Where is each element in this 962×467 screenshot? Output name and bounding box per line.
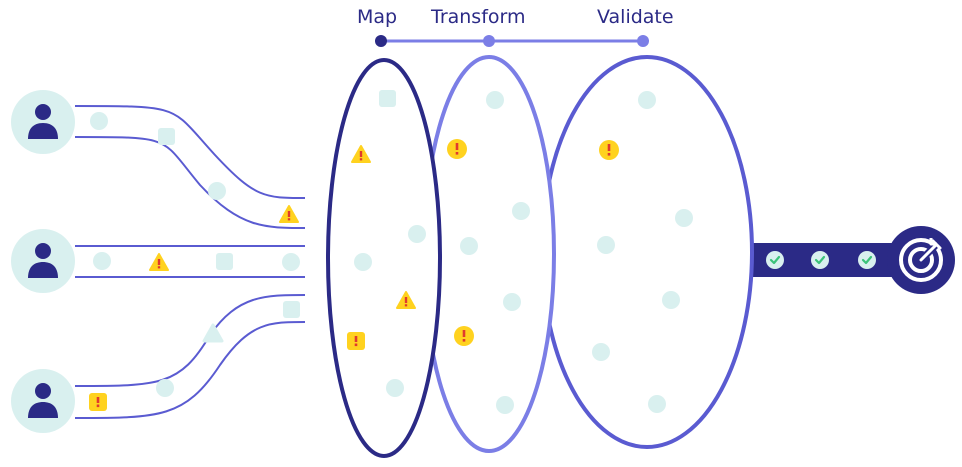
error-square-icon bbox=[89, 393, 107, 411]
source-avatar-3 bbox=[11, 369, 75, 433]
data-item-square bbox=[283, 301, 300, 318]
pipe-top-lower bbox=[74, 136, 306, 229]
data-item-circle bbox=[496, 396, 514, 414]
data-item-square bbox=[158, 128, 175, 145]
data-item-square bbox=[379, 90, 396, 107]
check-circle-icon bbox=[766, 251, 784, 269]
data-item-circle bbox=[662, 291, 680, 309]
check-circle-icon bbox=[858, 251, 876, 269]
warning-triangle-icon bbox=[396, 291, 416, 309]
warning-triangle-icon bbox=[279, 205, 299, 223]
stage-map bbox=[326, 58, 442, 458]
warning-triangle-icon bbox=[351, 145, 371, 163]
error-square-icon bbox=[347, 332, 365, 350]
target-icon bbox=[887, 226, 955, 294]
output-bar bbox=[740, 243, 910, 277]
user-icon bbox=[28, 383, 58, 418]
pipe-bottom-lower bbox=[74, 321, 306, 419]
pipe-top-upper bbox=[74, 105, 306, 199]
data-item-triangle bbox=[202, 323, 224, 343]
data-item-circle bbox=[408, 225, 426, 243]
stage-transform bbox=[422, 55, 556, 453]
data-item-circle bbox=[386, 379, 404, 397]
data-item-circle bbox=[512, 202, 530, 220]
step-dot-transform bbox=[483, 35, 495, 47]
data-item-circle bbox=[282, 253, 300, 271]
step-progress bbox=[375, 35, 649, 47]
error-circle-icon bbox=[454, 326, 474, 346]
data-item-circle bbox=[90, 112, 108, 130]
data-item-circle bbox=[638, 91, 656, 109]
data-item-circle bbox=[648, 395, 666, 413]
step-dot-validate bbox=[637, 35, 649, 47]
data-item-circle bbox=[503, 293, 521, 311]
error-circle-icon bbox=[599, 140, 619, 160]
data-item-circle bbox=[354, 253, 372, 271]
stage-validate bbox=[540, 55, 754, 449]
stage-map-ellipse bbox=[326, 58, 442, 458]
data-item-circle bbox=[460, 237, 478, 255]
stage-transform-ellipse bbox=[422, 55, 556, 453]
user-icon bbox=[28, 104, 58, 139]
error-circle-icon bbox=[447, 139, 467, 159]
data-item-square bbox=[216, 253, 233, 270]
user-icon bbox=[28, 243, 58, 278]
pipe-items bbox=[89, 112, 300, 411]
step-dot-map bbox=[375, 35, 387, 47]
source-avatar-2 bbox=[11, 229, 75, 293]
data-item-circle bbox=[208, 182, 226, 200]
pipe-bottom-upper bbox=[74, 294, 306, 387]
step-label-validate: Validate bbox=[597, 6, 674, 28]
data-item-circle bbox=[597, 236, 615, 254]
step-label-transform: Transform bbox=[431, 6, 526, 28]
data-item-circle bbox=[486, 91, 504, 109]
data-item-circle bbox=[675, 209, 693, 227]
data-item-circle bbox=[156, 379, 174, 397]
data-item-circle bbox=[93, 252, 111, 270]
step-label-map: Map bbox=[357, 6, 398, 28]
warning-triangle-icon bbox=[149, 253, 169, 271]
stage-validate-ellipse bbox=[540, 55, 754, 449]
data-item-circle bbox=[592, 343, 610, 361]
source-avatar-1 bbox=[11, 90, 75, 154]
check-circle-icon bbox=[811, 251, 829, 269]
